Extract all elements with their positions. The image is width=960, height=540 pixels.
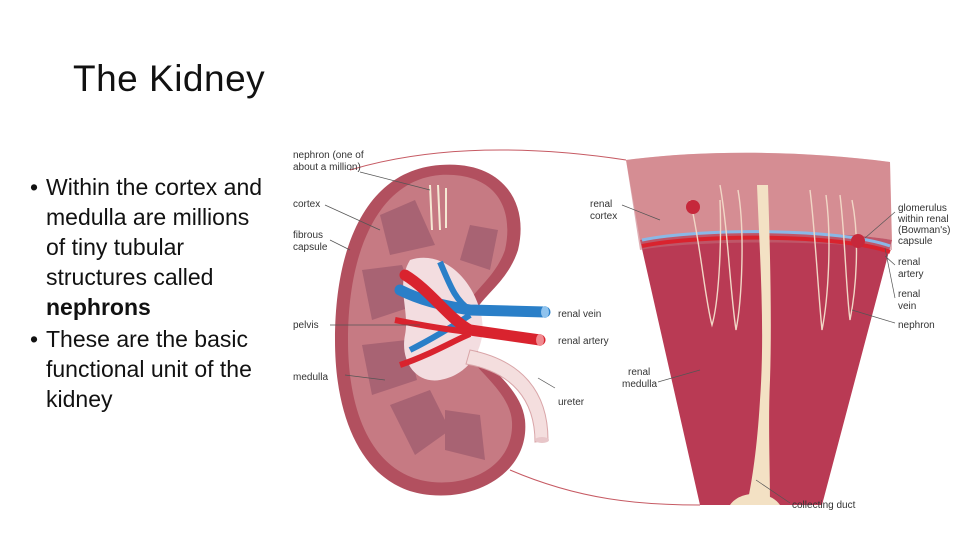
renal-vein-branch — [408, 312, 472, 353]
ureter-opening — [535, 437, 549, 443]
bullet-item: These are the basic functional unit of t… — [30, 324, 270, 414]
label-renal-vein-right-line1: renal — [898, 289, 920, 300]
label-renal-artery-right-line2: artery — [898, 269, 924, 280]
label-nephron-right: nephron — [898, 320, 935, 331]
zoom-guide-line — [349, 149, 627, 171]
renal-artery-branch — [399, 331, 472, 368]
label-ureter: ureter — [558, 397, 585, 408]
label-renal-vein-right-line2: vein — [898, 301, 916, 312]
leader-line — [864, 211, 896, 239]
label-glomerulus-line1: glomerulus — [898, 203, 947, 214]
label-fibrous-capsule-line1: fibrous — [293, 230, 323, 241]
label-glomerulus-line3: (Bowman's) — [898, 225, 950, 236]
center-labels: renal cortex renal vein renal artery ren… — [558, 199, 657, 408]
renal-vein-opening — [541, 306, 549, 318]
kidney-diagram: nephron (one of about a million) cortex … — [293, 149, 950, 511]
label-collecting-duct: collecting duct — [792, 500, 856, 511]
leader-line — [621, 204, 661, 221]
right-labels: glomerulus within renal (Bowman's) capsu… — [792, 203, 950, 511]
pyramid-shape — [362, 340, 417, 395]
label-nephron-line2: about a million) — [293, 162, 361, 173]
renal-vein-branch — [437, 260, 472, 313]
collecting-duct-base — [730, 493, 780, 505]
bullet-list: Within the cortex and medulla are millio… — [30, 172, 270, 416]
label-nephron-line1: nephron (one of — [293, 150, 364, 161]
leader-line — [755, 479, 791, 504]
leader-lines — [324, 171, 896, 504]
pyramid-shape — [390, 390, 450, 455]
glomerulus-mark — [851, 234, 865, 248]
bullet-text: These are the basic functional unit of t… — [46, 326, 252, 412]
left-labels: nephron (one of about a million) cortex … — [293, 150, 364, 383]
label-renal-artery: renal artery — [558, 336, 609, 347]
leader-line — [851, 309, 896, 324]
glomerulus-mark — [686, 200, 700, 214]
ureter-shape — [465, 349, 549, 443]
leader-line — [329, 239, 351, 251]
leader-line — [884, 247, 896, 299]
bullet-bold-term: nephrons — [46, 294, 151, 320]
slide-title: The Kidney — [73, 58, 266, 99]
label-glomerulus-line2: within renal — [897, 214, 949, 225]
label-renal-cortex-line2: cortex — [590, 211, 617, 222]
pyramid-shape — [445, 410, 485, 460]
label-pelvis: pelvis — [293, 320, 319, 331]
cortex-medulla-wedge — [626, 152, 892, 505]
label-renal-medulla-line1: renal — [628, 367, 650, 378]
label-medulla: medulla — [293, 372, 328, 383]
leader-line — [657, 369, 701, 383]
leader-line — [344, 374, 386, 381]
nephron-loop — [809, 189, 830, 331]
bullet-text: Within the cortex and medulla are millio… — [46, 174, 263, 290]
collecting-duct — [748, 185, 771, 500]
nephron-loop — [719, 184, 743, 331]
label-fibrous-capsule-line2: capsule — [293, 242, 328, 253]
bullet-item: Within the cortex and medulla are millio… — [30, 172, 270, 322]
pyramid-shape — [460, 225, 498, 270]
label-cortex: cortex — [293, 199, 320, 210]
zoom-guide-line — [509, 469, 701, 506]
label-renal-cortex-line1: renal — [590, 199, 612, 210]
label-renal-artery-right-line1: renal — [898, 257, 920, 268]
leader-line — [324, 204, 381, 231]
label-renal-medulla-line2: medulla — [622, 379, 657, 390]
leader-line — [359, 171, 431, 191]
label-renal-vein: renal vein — [558, 309, 601, 320]
pyramid-shape — [380, 200, 435, 255]
kidney-cross-section — [335, 164, 551, 496]
nephron-loop — [689, 199, 722, 328]
renal-artery-branch — [394, 317, 471, 335]
label-glomerulus-line4: capsule — [898, 236, 933, 247]
leader-line — [537, 377, 556, 389]
nephron-highlight — [429, 184, 447, 231]
renal-artery-opening — [536, 334, 544, 346]
